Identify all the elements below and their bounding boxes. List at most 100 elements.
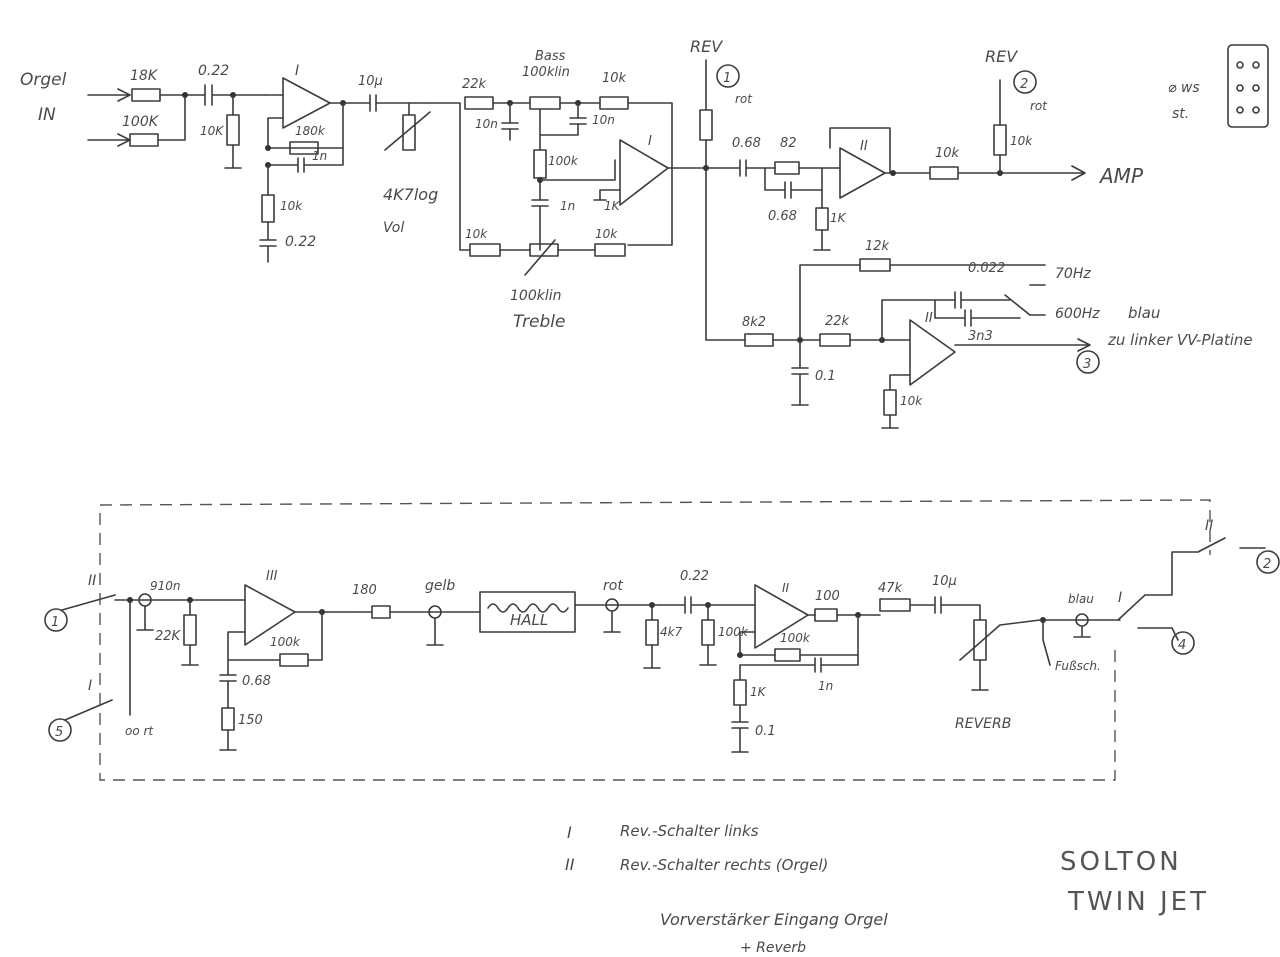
cap-1n-mid-label: 1n	[560, 199, 575, 213]
switch-i	[64, 599, 131, 721]
resistor-100	[814, 608, 838, 622]
cap-10n-bass2	[539, 102, 587, 136]
resistor-10k-rev2	[993, 124, 1007, 156]
rot-label: rot	[603, 578, 623, 594]
cap-1n-fb6	[739, 654, 859, 673]
treble-label: Treble	[513, 312, 566, 332]
cap-022-b	[659, 596, 756, 614]
resistor-10k-g1-label: 10k	[280, 199, 303, 213]
gain-chain-5	[219, 659, 237, 751]
resistor-10k-treble-b-label: 10k	[595, 227, 618, 241]
cap-1n-mid	[531, 199, 549, 251]
connector-label-1: ⌀ ws	[1168, 80, 1200, 96]
blau-gnd	[1073, 625, 1091, 638]
node2-num: 2	[1263, 557, 1271, 572]
connector-pin	[1252, 61, 1260, 69]
blau-bottom-label: blau	[1068, 592, 1094, 606]
connector-pin	[1236, 61, 1244, 69]
node1	[44, 608, 68, 632]
resistor-10k-bass	[599, 96, 629, 110]
connector-block	[1227, 44, 1269, 128]
opamp-5-label: III	[266, 569, 278, 584]
hall-label: HALL	[510, 611, 548, 629]
resistor-100k-fb6-label: 100k	[780, 631, 811, 645]
reverb-box-border	[99, 499, 1211, 781]
resistor-82	[774, 161, 800, 175]
amp-arrow	[957, 165, 1086, 181]
cap-0022	[954, 291, 1011, 309]
cap-input	[204, 84, 266, 106]
freq-600-label: 600Hz	[1055, 306, 1100, 322]
cap-input-label: 0.22	[198, 63, 229, 79]
resistor-100k-fb5-label: 100k	[270, 635, 301, 649]
node2	[1256, 550, 1280, 574]
opamp-3-label: II	[860, 139, 868, 154]
resistor-100k-mid-label: 100k	[548, 154, 579, 168]
resistor-10k-amp	[929, 166, 959, 180]
rev2-num: 2	[1020, 77, 1028, 92]
gnd-1k	[813, 189, 831, 251]
vol-label: Vol	[383, 220, 404, 236]
resistor-10k-gnd	[226, 114, 240, 146]
pot-bass-label: 100klin	[522, 65, 570, 80]
legend: I Rev.-Schalter links II Rev.-Schalter r…	[565, 822, 828, 874]
resistor-22k-bass	[464, 96, 494, 110]
resistor-12k-label: 12k	[865, 239, 890, 254]
junction	[182, 92, 188, 98]
junction	[265, 145, 271, 151]
vv-arrow	[954, 338, 1091, 352]
resistor-22k-filter	[819, 333, 851, 347]
input-arrow-2	[87, 133, 131, 147]
switch-ii2-label: II	[1205, 518, 1213, 534]
connector-pin	[1252, 106, 1260, 114]
cap-910n-label: 910n	[150, 579, 181, 593]
title-line-1: SOLTON	[1060, 847, 1182, 877]
cap-10n-bass1-label: 10n	[475, 117, 498, 131]
amp-label: AMP	[1098, 164, 1144, 188]
filter-feed	[799, 264, 861, 341]
cap-068-b-label: 0.68	[768, 209, 797, 224]
opamp-6-label: II	[782, 581, 790, 595]
opamp-5	[244, 584, 296, 646]
junction	[737, 652, 743, 658]
pot-reverb-wiper	[959, 619, 1041, 691]
cap-3n3	[934, 299, 1021, 327]
input-wires	[157, 94, 206, 141]
resistor-10k-amp-label: 10k	[935, 146, 960, 161]
tone-return	[627, 102, 673, 246]
pot-vol-wiper	[384, 102, 431, 151]
resistor-1k-o2-label: 1K	[604, 199, 621, 213]
opamp-1	[282, 77, 331, 129]
resistor-100k-fb5	[279, 653, 309, 667]
node1-num: 1	[51, 615, 59, 630]
opamp2-ref	[593, 189, 621, 201]
shield-gnd	[136, 605, 154, 631]
resistor-10k-bass-label: 10k	[602, 71, 627, 86]
title-block: SOLTON TWIN JET	[1060, 847, 1206, 917]
caption-line-2: + Reverb	[740, 940, 806, 956]
input-sub-label: IN	[38, 105, 56, 125]
rot-gnd	[603, 610, 621, 633]
resistor-4k7	[645, 619, 659, 646]
out3-num: 3	[1083, 357, 1091, 372]
legend-2-text: Rev.-Schalter rechts (Orgel)	[620, 856, 828, 874]
connector-pin	[1236, 106, 1244, 114]
gelb-gnd	[426, 617, 444, 646]
switch-contacts	[1029, 284, 1046, 316]
tone-feed	[429, 102, 471, 251]
resistor-180-label: 180	[352, 583, 377, 598]
cap-068-g5-label: 0.68	[242, 674, 271, 689]
opamp1-wires	[264, 94, 346, 104]
foot-switch-label: Fußsch.	[1055, 659, 1101, 673]
cap-01-filter	[791, 339, 809, 406]
resistor-10k-g4-label: 10k	[900, 394, 923, 408]
node4-num: 4	[1178, 638, 1186, 653]
rev1-node	[716, 64, 740, 88]
switch-chain-out	[1117, 537, 1266, 621]
resistor-180	[371, 605, 391, 619]
pot-reverb	[973, 619, 987, 661]
input-label: Orgel	[20, 70, 67, 90]
pot-vol-label: 4K7log	[383, 185, 438, 204]
legend-2-symbol: II	[565, 855, 575, 874]
